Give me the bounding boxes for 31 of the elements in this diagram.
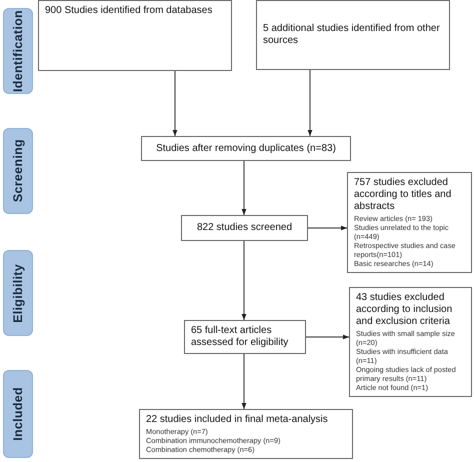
box-heading: 900 Studies identified from databases [45, 5, 214, 17]
arrow [242, 161, 246, 215]
process-box [38, 0, 232, 71]
process-box [184, 320, 306, 354]
phase-label: Identification [11, 10, 25, 92]
process-box [181, 215, 308, 241]
phase-band [3, 128, 33, 214]
process-box [141, 136, 351, 161]
arrow [242, 354, 246, 409]
arrow [172, 71, 178, 136]
box-heading: 822 studies screened [196, 222, 292, 234]
phase-label: Eligibility [11, 264, 25, 322]
phase-label: Screening [11, 139, 25, 203]
phase-label: Included [11, 387, 25, 441]
process-box [349, 287, 472, 397]
phase-band [3, 8, 33, 94]
box-heading: Studies after removing duplicates (n=83) [156, 142, 336, 154]
arrow [306, 334, 349, 340]
process-box [139, 409, 353, 459]
box-heading: 22 studies included in final meta-analysis [146, 414, 329, 426]
arrow [308, 70, 312, 136]
box-heading: 5 additional studies identified from other sources [263, 23, 441, 47]
arrow [308, 226, 347, 230]
box-heading: 43 studies excluded according to inclusion and exclusion criteria [356, 292, 454, 328]
phase-band [3, 250, 33, 336]
phase-band [3, 370, 33, 458]
box-heading: 65 full-text articles assessed for eligibility [191, 325, 290, 349]
process-box [347, 172, 472, 273]
arrow [242, 241, 246, 320]
box-heading: 757 studies excluded according to titles and abstracts [354, 177, 452, 213]
process-box [256, 0, 450, 70]
